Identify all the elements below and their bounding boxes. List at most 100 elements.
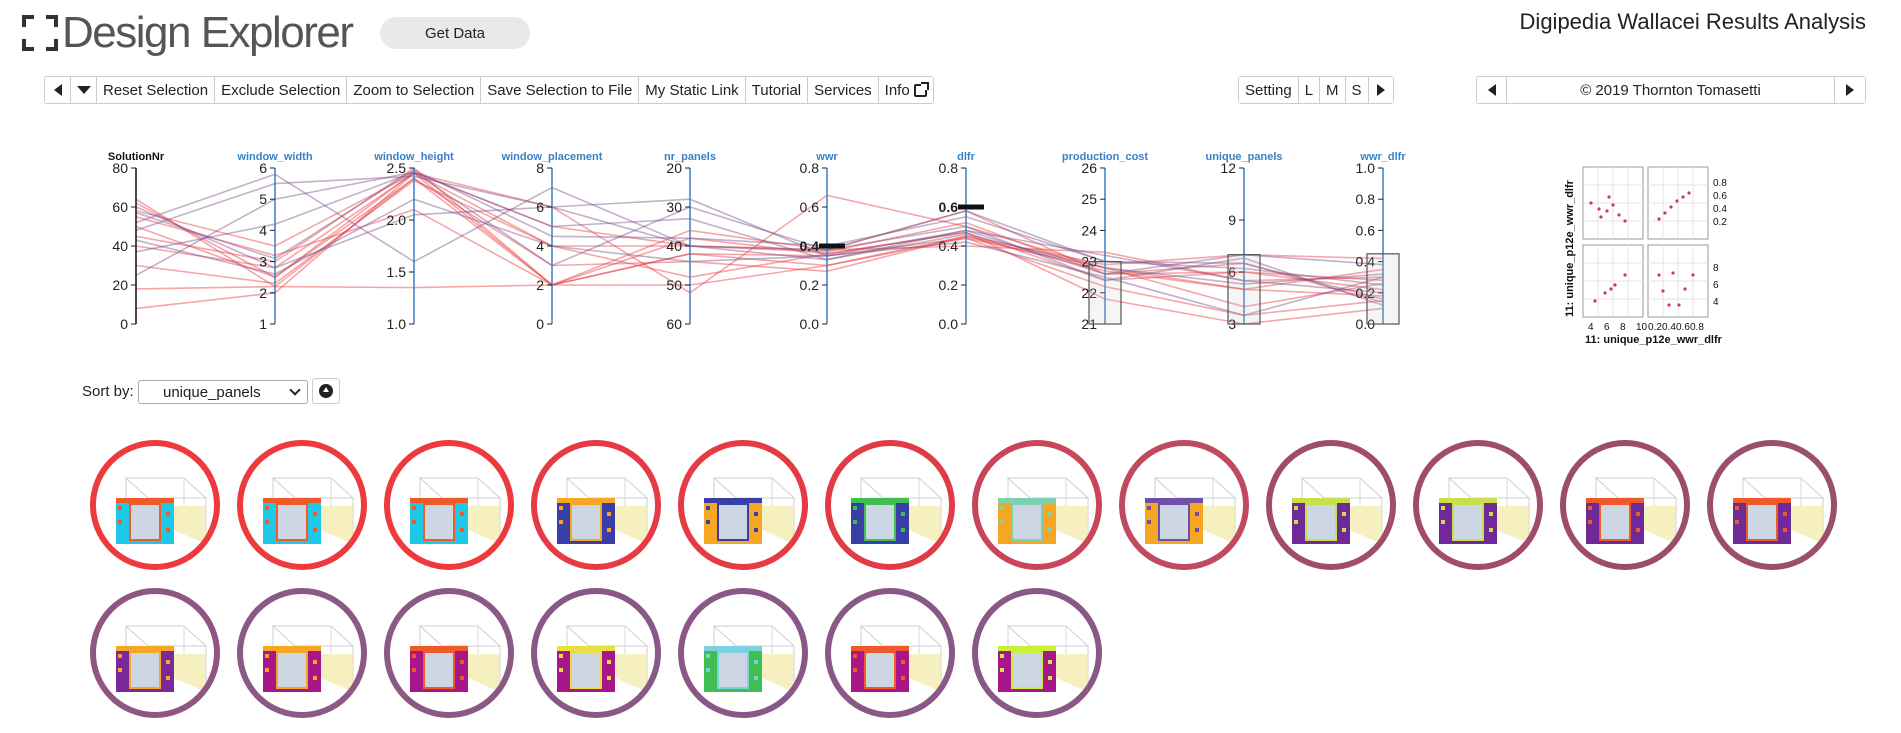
axis-brush[interactable] <box>1088 260 1122 325</box>
scatter-point <box>1691 273 1695 277</box>
size-l-button[interactable]: L <box>1298 77 1321 103</box>
axis-brush[interactable] <box>1366 253 1400 325</box>
pc-series-line <box>135 172 1384 297</box>
exclude-selection-button[interactable]: Exclude Selection <box>215 77 348 103</box>
tick-label: 6 <box>536 199 544 215</box>
y-tick-label: 0.2 <box>1713 217 1727 228</box>
tick-label: 6 <box>259 160 267 176</box>
facade-preview <box>998 477 1090 544</box>
scatter-point <box>1669 205 1673 209</box>
design-thumbnail[interactable] <box>237 588 367 718</box>
tick-label: 8 <box>536 160 544 176</box>
design-thumbnail[interactable] <box>678 440 808 570</box>
design-thumbnail[interactable] <box>90 440 220 570</box>
scatter-point <box>1605 209 1609 213</box>
tick-label: 0.0 <box>1356 316 1376 332</box>
design-thumbnail[interactable] <box>972 588 1102 718</box>
next-size-button[interactable] <box>1368 77 1393 103</box>
dropdown-button[interactable] <box>71 77 97 103</box>
axis-title: nr_panels <box>664 151 716 163</box>
tick-label: 4 <box>259 222 267 238</box>
axis-title: wwr <box>815 151 838 163</box>
design-thumbnail[interactable] <box>384 588 514 718</box>
tick-label: 9 <box>1228 212 1236 228</box>
design-thumbnail[interactable] <box>1119 440 1249 570</box>
save-selection-button[interactable]: Save Selection to File <box>481 77 640 103</box>
axis-title: production_cost <box>1062 151 1149 163</box>
scatter-point <box>1611 203 1615 207</box>
reset-selection-button[interactable]: Reset Selection <box>97 77 216 103</box>
facade-preview <box>998 625 1090 692</box>
design-thumbnail[interactable] <box>90 588 220 718</box>
chevron-down-icon <box>289 384 301 396</box>
main-toolbar: Reset Selection Exclude Selection Zoom t… <box>44 76 934 104</box>
zoom-to-selection-button[interactable]: Zoom to Selection <box>347 77 482 103</box>
credit-prev-button[interactable] <box>1477 77 1507 103</box>
pc-series-line <box>135 169 1384 300</box>
design-thumbnail[interactable] <box>825 440 955 570</box>
tick-label: 60 <box>112 199 128 215</box>
sort-direction-button[interactable] <box>312 378 340 404</box>
pc-axis-unique-panels[interactable]: unique_panels36912 <box>1205 151 1282 332</box>
size-s-button[interactable]: S <box>1345 77 1369 103</box>
pc-series-line <box>135 208 1384 308</box>
x-tick-label: 4 <box>1588 322 1594 333</box>
facade-preview <box>263 625 355 692</box>
credit-toolbar: © 2019 Thornton Tomasetti <box>1476 76 1866 104</box>
design-thumbnail[interactable] <box>678 588 808 718</box>
sort-value: unique_panels <box>163 383 261 401</box>
design-thumbnail[interactable] <box>384 440 514 570</box>
scatter-point <box>1623 273 1627 277</box>
sort-by-select[interactable]: unique_panels <box>138 380 308 404</box>
scatter-point <box>1671 271 1675 275</box>
design-thumbnail[interactable] <box>1560 440 1690 570</box>
tick-label: 0.8 <box>800 160 820 176</box>
axis-highlight-marker[interactable] <box>819 243 845 249</box>
size-m-button[interactable]: M <box>1320 77 1346 103</box>
prev-button[interactable] <box>45 77 71 103</box>
services-button[interactable]: Services <box>808 77 879 103</box>
pc-axis-production-cost[interactable]: production_cost212223242526 <box>1062 151 1149 332</box>
y-tick-label: 8 <box>1713 263 1719 274</box>
credit-next-button[interactable] <box>1835 77 1865 103</box>
design-thumbnail[interactable] <box>1707 440 1837 570</box>
axis-title: window_height <box>373 151 454 163</box>
scatter-point <box>1599 215 1603 219</box>
static-link-button[interactable]: My Static Link <box>639 77 746 103</box>
facade-preview <box>1733 477 1825 544</box>
tick-label: 6 <box>1228 264 1236 280</box>
facade-preview <box>116 477 208 544</box>
setting-button[interactable]: Setting <box>1239 77 1299 103</box>
info-button[interactable]: Info <box>878 77 933 103</box>
design-thumbnail[interactable] <box>531 440 661 570</box>
design-thumbnail[interactable] <box>531 588 661 718</box>
axis-brush[interactable] <box>1227 254 1261 325</box>
tick-label: 4 <box>536 238 544 254</box>
scatter-point <box>1597 207 1601 211</box>
design-thumbnail[interactable] <box>237 440 367 570</box>
tutorial-button[interactable]: Tutorial <box>745 77 809 103</box>
design-thumbnail[interactable] <box>825 588 955 718</box>
get-data-button[interactable]: Get Data <box>380 17 530 49</box>
tick-label: 40 <box>666 238 682 254</box>
scatter-point <box>1677 303 1681 307</box>
tick-label: 1 <box>259 316 267 332</box>
design-thumbnail[interactable] <box>972 440 1102 570</box>
pc-series-line <box>135 171 1384 285</box>
design-thumbnail[interactable] <box>1266 440 1396 570</box>
scatter-point <box>1687 191 1691 195</box>
facade-preview <box>851 625 943 692</box>
facade-preview <box>116 625 208 692</box>
design-thumbnail[interactable] <box>1413 440 1543 570</box>
axis-highlight-marker[interactable] <box>958 204 984 210</box>
